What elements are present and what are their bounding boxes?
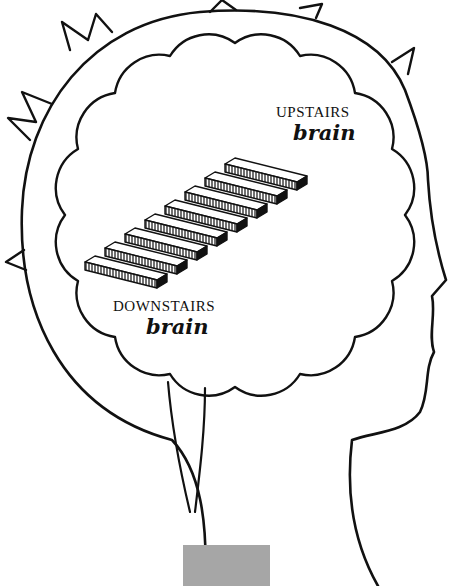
region-label-script: brain bbox=[293, 121, 356, 144]
region-label: DOWNSTAIRS bbox=[113, 298, 215, 315]
grey-block bbox=[183, 545, 270, 586]
head-outline bbox=[22, 11, 446, 586]
brain-outline bbox=[56, 34, 414, 395]
brain-stem bbox=[168, 382, 205, 512]
staircase bbox=[85, 158, 307, 288]
region-label-script: brain bbox=[146, 315, 209, 338]
region-label: UPSTAIRS bbox=[276, 104, 350, 121]
